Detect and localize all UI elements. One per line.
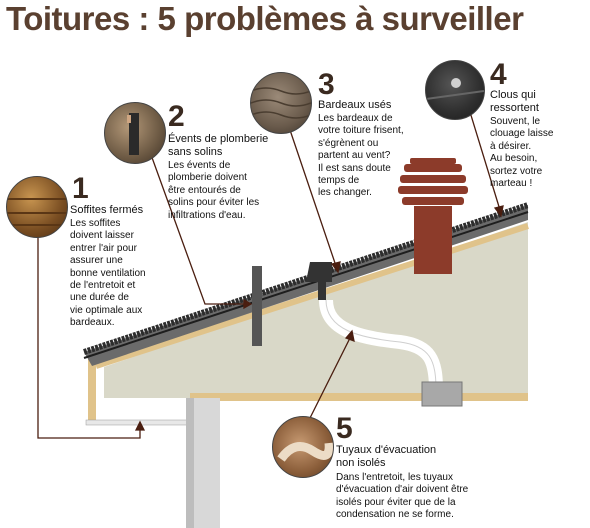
- leader-lines: [37, 111, 504, 439]
- arrow-3: [330, 261, 341, 274]
- arrow-5: [344, 329, 355, 343]
- item-4-number: 4: [490, 58, 507, 91]
- item-2-body: Les évents de plomberie doivent être ent…: [168, 160, 260, 221]
- worn-shingles-photo: [250, 72, 312, 134]
- roof-vent: [306, 262, 332, 300]
- item-1-heading: Soffites fermés: [70, 204, 144, 216]
- leader-2: [149, 151, 244, 305]
- lower-rafter: [95, 223, 529, 369]
- attic-duct-outline: [325, 299, 437, 391]
- arrow-1: [134, 420, 146, 431]
- roof-shingles: [83, 202, 529, 355]
- insulated-duct-photo: [272, 416, 334, 478]
- exterior-wall-shadow: [186, 398, 194, 528]
- item-3-number: 3: [318, 68, 335, 101]
- item-2-number: 2: [168, 100, 185, 133]
- nail-photo: [425, 60, 485, 120]
- item-1-number: 1: [72, 172, 89, 205]
- roof-edge: [83, 211, 529, 359]
- item-5-heading: Tuyaux d'évacuation non isolés: [336, 444, 437, 469]
- arrow-4: [493, 205, 504, 218]
- leader-5: [307, 337, 351, 423]
- item-5-body: Dans l'entretoit, les tuyaux d'évacuatio…: [336, 472, 469, 521]
- item-1-body: Les soffites doivent laisser entrer l'ai…: [70, 218, 146, 329]
- item-5-number: 5: [336, 412, 353, 445]
- chimney: [414, 206, 452, 274]
- item-4-heading: Clous qui ressortent: [490, 89, 539, 114]
- item-3-heading: Bardeaux usés: [318, 99, 392, 111]
- chimney-cap: [398, 158, 468, 205]
- item-2-heading: Évents de plomberie sans solins: [168, 133, 269, 158]
- item-4-body: Souvent, le clouage laisse à désirer. Au…: [490, 116, 554, 190]
- bathroom-fan: [421, 381, 463, 407]
- plumbing-vent-photo: [104, 102, 166, 164]
- arrow-2: [243, 298, 253, 310]
- leader-1: [37, 232, 141, 439]
- leader-4: [469, 111, 501, 211]
- page-title: Toitures : 5 problèmes à surveiller: [6, 0, 524, 37]
- item-3-body: Les bardeaux de votre toiture frisent, s…: [318, 113, 404, 199]
- soffit-photo: [6, 176, 68, 238]
- plumbing-vent-pipe: [252, 266, 262, 346]
- leader-3: [289, 129, 337, 267]
